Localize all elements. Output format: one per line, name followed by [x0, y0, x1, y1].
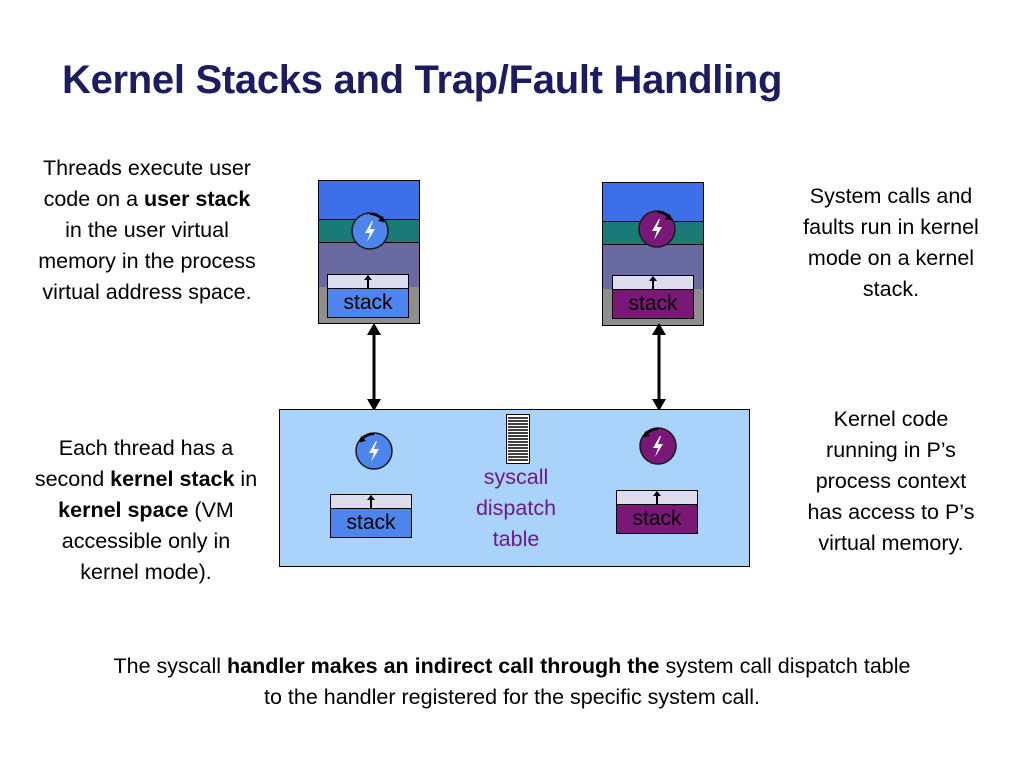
thread-icon — [355, 432, 393, 470]
thread-icon — [351, 212, 389, 250]
text-run: in the user virtual memory in the proces… — [38, 218, 256, 304]
stack-top — [616, 490, 698, 505]
slide-title: Kernel Stacks and Trap/Fault Handling — [62, 58, 783, 102]
text-run: (VM accessible only in kernel mode). — [61, 498, 234, 584]
thread-icon — [639, 427, 677, 465]
kernel-stack-right: stack — [616, 490, 698, 534]
double-arrow-icon — [652, 323, 666, 411]
text-run-bold: kernel space — [58, 498, 189, 522]
stack-top — [612, 275, 694, 290]
text-run: The syscall — [113, 654, 228, 678]
stack-label: stack — [616, 505, 698, 534]
stack-pointer-icon — [653, 491, 661, 504]
stack-pointer-icon — [649, 276, 657, 289]
text-run: system call dispatch table to the handle… — [264, 654, 911, 709]
stack-label: stack — [327, 289, 409, 318]
stack-label: stack — [330, 509, 412, 538]
user-stack-left: stack — [327, 274, 409, 318]
text-run-bold: handler makes an indirect call through t… — [227, 654, 660, 678]
thread-icon — [638, 210, 676, 248]
syscall-description: System calls and faults run in kernel mo… — [803, 184, 979, 301]
kernel-stack-description: Each thread has a second kernel stack in… — [30, 433, 262, 588]
text-run: Each thread has a second — [34, 436, 234, 491]
stack-label: stack — [612, 290, 694, 319]
stack-top — [330, 494, 412, 509]
dispatch-table-label: syscall dispatch table — [475, 465, 557, 551]
user-stack-description: Threads execute user code on a user stac… — [38, 153, 256, 308]
stack-top — [327, 274, 409, 289]
dispatch-description: The syscall handler makes an indirect ca… — [112, 651, 912, 713]
user-stack-right: stack — [612, 275, 694, 319]
double-arrow-icon — [367, 323, 381, 411]
kernel-context-description: Kernel code running in P’s process conte… — [807, 407, 975, 555]
stack-pointer-icon — [367, 495, 375, 508]
stack-pointer-icon — [364, 275, 372, 288]
text-run: Threads execute user code on a — [43, 156, 251, 211]
text-run-bold: user stack — [144, 187, 251, 211]
text-run: in — [234, 467, 258, 491]
text-run-bold: kernel stack — [110, 467, 235, 491]
dispatch-table-icon — [506, 414, 530, 464]
kernel-stack-left: stack — [330, 494, 412, 538]
